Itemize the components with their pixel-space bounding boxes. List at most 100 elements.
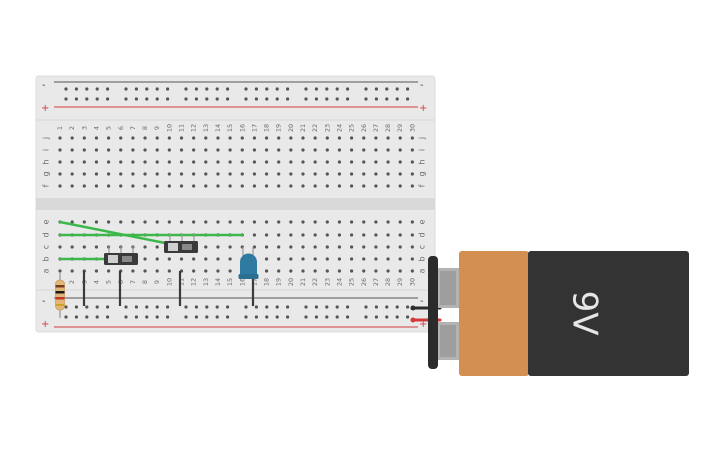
terminal-hole[interactable] (155, 160, 159, 164)
rail-hole[interactable] (205, 315, 209, 319)
terminal-hole[interactable] (289, 136, 293, 140)
terminal-hole[interactable] (155, 269, 159, 273)
terminal-hole[interactable] (252, 184, 256, 188)
terminal-hole[interactable] (398, 184, 402, 188)
rail-hole[interactable] (205, 305, 209, 309)
terminal-hole[interactable] (58, 136, 62, 140)
terminal-hole[interactable] (167, 136, 171, 140)
rail-hole[interactable] (325, 87, 329, 91)
rail-hole[interactable] (244, 87, 248, 91)
terminal-hole[interactable] (398, 136, 402, 140)
rail-hole[interactable] (226, 305, 230, 309)
terminal-hole[interactable] (94, 184, 99, 188)
rail-hole[interactable] (95, 87, 99, 91)
rail-hole[interactable] (286, 305, 290, 309)
terminal-hole[interactable] (313, 245, 317, 249)
terminal-hole[interactable] (107, 172, 111, 176)
rail-hole[interactable] (406, 97, 410, 101)
terminal-hole[interactable] (362, 245, 366, 249)
switch-1-slider[interactable] (108, 255, 118, 263)
terminal-hole[interactable] (143, 184, 147, 188)
rail-hole[interactable] (374, 87, 378, 91)
terminal-hole[interactable] (192, 257, 196, 261)
rail-hole[interactable] (64, 305, 68, 309)
terminal-hole[interactable] (167, 257, 171, 261)
terminal-hole[interactable] (107, 160, 111, 164)
terminal-hole[interactable] (264, 184, 269, 188)
terminal-hole[interactable] (216, 160, 220, 164)
terminal-hole[interactable] (337, 136, 342, 140)
terminal-hole[interactable] (155, 148, 159, 152)
terminal-hole[interactable] (252, 136, 256, 140)
rail-hole[interactable] (314, 315, 318, 319)
rail-hole[interactable] (254, 97, 258, 101)
rail-hole[interactable] (74, 97, 78, 101)
rail-hole[interactable] (314, 87, 318, 91)
rail-hole[interactable] (134, 315, 138, 319)
rail-hole[interactable] (166, 87, 170, 91)
terminal-hole[interactable] (70, 184, 74, 188)
rail-hole[interactable] (304, 315, 308, 319)
rail-hole[interactable] (106, 305, 110, 309)
terminal-hole[interactable] (240, 136, 244, 140)
rail-hole[interactable] (85, 97, 89, 101)
terminal-hole[interactable] (386, 233, 390, 237)
rail-hole[interactable] (314, 97, 318, 101)
terminal-hole[interactable] (131, 148, 135, 152)
terminal-hole[interactable] (228, 172, 232, 176)
terminal-hole[interactable] (277, 172, 281, 176)
rail-hole[interactable] (374, 315, 378, 319)
terminal-hole[interactable] (398, 160, 402, 164)
terminal-hole[interactable] (289, 220, 293, 224)
terminal-hole[interactable] (337, 148, 342, 152)
terminal-hole[interactable] (325, 220, 329, 224)
terminal-hole[interactable] (216, 245, 220, 249)
terminal-hole[interactable] (143, 148, 147, 152)
terminal-hole[interactable] (107, 220, 111, 224)
rail-hole[interactable] (406, 305, 410, 309)
terminal-hole[interactable] (374, 184, 378, 188)
terminal-hole[interactable] (325, 257, 329, 261)
terminal-hole[interactable] (313, 160, 317, 164)
terminal-hole[interactable] (58, 148, 62, 152)
terminal-hole[interactable] (216, 220, 220, 224)
terminal-hole[interactable] (143, 257, 147, 261)
terminal-hole[interactable] (313, 220, 317, 224)
terminal-hole[interactable] (386, 172, 390, 176)
terminal-hole[interactable] (228, 220, 232, 224)
terminal-hole[interactable] (70, 220, 74, 224)
terminal-hole[interactable] (410, 136, 414, 140)
terminal-hole[interactable] (70, 136, 74, 140)
rail-hole[interactable] (335, 97, 339, 101)
terminal-hole[interactable] (301, 245, 305, 249)
terminal-hole[interactable] (252, 220, 256, 224)
terminal-hole[interactable] (143, 136, 147, 140)
terminal-hole[interactable] (70, 269, 74, 273)
terminal-hole[interactable] (192, 220, 196, 224)
terminal-hole[interactable] (350, 257, 354, 261)
terminal-hole[interactable] (179, 172, 184, 176)
terminal-hole[interactable] (264, 269, 269, 273)
terminal-hole[interactable] (398, 245, 402, 249)
terminal-hole[interactable] (264, 172, 269, 176)
rail-hole[interactable] (364, 97, 368, 101)
rail-hole[interactable] (244, 315, 248, 319)
rail-hole[interactable] (64, 315, 68, 319)
terminal-hole[interactable] (58, 245, 62, 249)
terminal-hole[interactable] (82, 136, 86, 140)
terminal-hole[interactable] (155, 220, 159, 224)
terminal-hole[interactable] (264, 233, 269, 237)
terminal-hole[interactable] (240, 220, 244, 224)
terminal-hole[interactable] (313, 184, 317, 188)
rail-hole[interactable] (395, 305, 399, 309)
terminal-hole[interactable] (240, 160, 244, 164)
rail-hole[interactable] (254, 315, 258, 319)
rail-hole[interactable] (145, 315, 149, 319)
terminal-hole[interactable] (119, 184, 123, 188)
terminal-hole[interactable] (398, 172, 402, 176)
terminal-hole[interactable] (143, 220, 147, 224)
terminal-hole[interactable] (228, 184, 232, 188)
terminal-hole[interactable] (179, 160, 184, 164)
terminal-hole[interactable] (107, 148, 111, 152)
terminal-hole[interactable] (119, 136, 123, 140)
